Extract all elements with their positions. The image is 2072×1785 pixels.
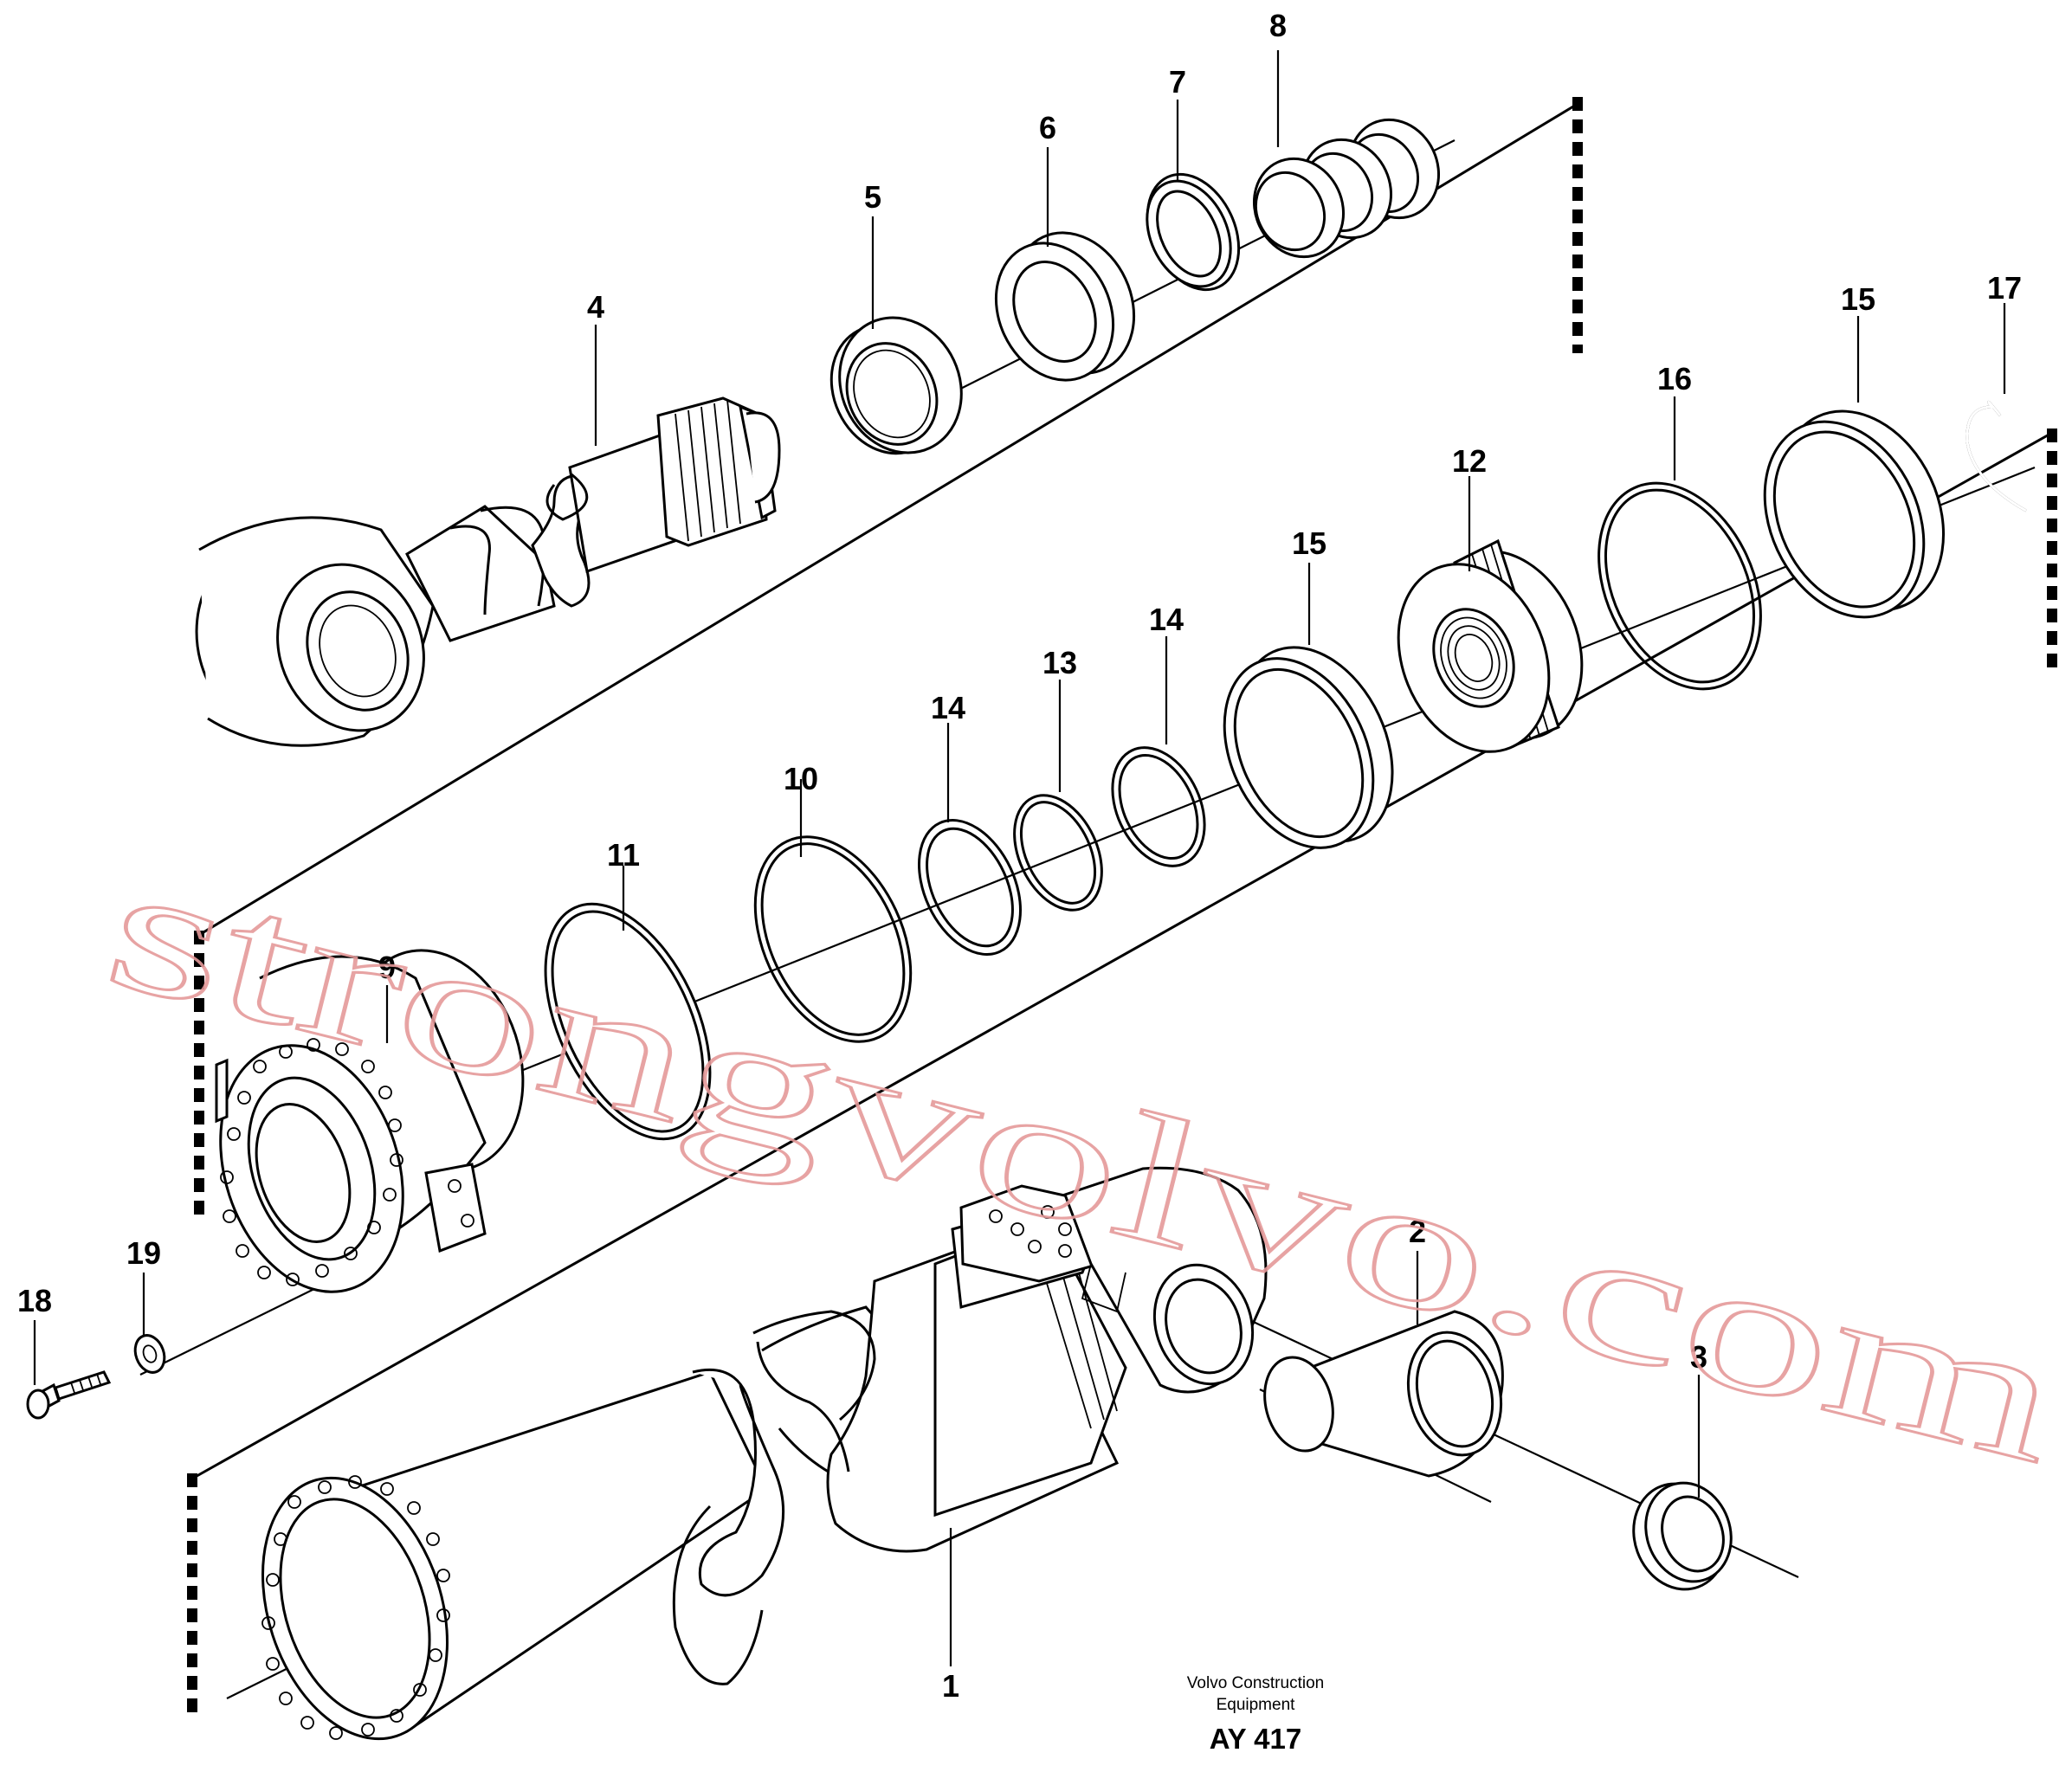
piston-rod-part-4	[195, 396, 781, 747]
leader-lines	[33, 50, 2006, 1666]
ring-part-11	[544, 902, 712, 1141]
piston-part-12	[1397, 538, 1584, 753]
washer-part-19	[133, 1334, 166, 1374]
callout-14-a: 14	[931, 690, 965, 725]
clip-part-17	[1965, 400, 2027, 512]
cylinder-head-part-9	[215, 949, 525, 1293]
callout-4: 4	[587, 289, 604, 325]
callout-12: 12	[1452, 443, 1487, 479]
callout-17: 17	[1987, 270, 2022, 306]
callout-15-a: 15	[1292, 525, 1326, 561]
callout-9: 9	[378, 950, 396, 985]
callout-6: 6	[1039, 110, 1056, 145]
ring-part-16	[1598, 481, 1762, 691]
ring-part-14-b	[1111, 746, 1206, 867]
callout-labels: 1 2 3 4 5 6 7 8 9 10 11 12 13 14 14 15 1…	[17, 8, 2022, 1704]
callout-16: 16	[1657, 361, 1692, 396]
drawing-code: AY 417	[1210, 1723, 1301, 1755]
caption-line-1: Volvo Construction	[1187, 1674, 1324, 1692]
guide-band-part-15-a	[1223, 646, 1394, 849]
callout-11: 11	[607, 837, 640, 873]
ring-part-13	[1013, 794, 1103, 912]
rings-part-8	[1252, 118, 1441, 259]
callout-8: 8	[1269, 8, 1287, 43]
caption-line-2: Equipment	[1217, 1696, 1296, 1714]
callout-3: 3	[1690, 1339, 1707, 1375]
callout-7: 7	[1169, 64, 1186, 100]
callout-15-b: 15	[1841, 281, 1875, 317]
ring-part-7	[1146, 172, 1241, 292]
ring-part-10	[753, 835, 913, 1043]
callout-2: 2	[1409, 1214, 1426, 1249]
callout-19: 19	[126, 1235, 161, 1271]
callout-1: 1	[942, 1668, 959, 1704]
guide-band-part-15-b	[1763, 409, 1946, 619]
callout-14-b: 14	[1149, 602, 1184, 637]
flange-bolt-holes	[220, 1038, 403, 1286]
wiper-part-6	[994, 231, 1136, 382]
callout-13: 13	[1042, 645, 1077, 680]
screw-part-18	[26, 1370, 112, 1420]
caption: Volvo Construction Equipment AY 417	[1187, 1674, 1324, 1755]
callout-18: 18	[17, 1283, 52, 1318]
bushing-part-2	[1263, 1310, 1504, 1478]
callout-5: 5	[864, 179, 881, 215]
section-separators	[187, 97, 2057, 1717]
cylinder-tube-part-1	[261, 1166, 1268, 1741]
ring-part-14-a	[918, 819, 1022, 956]
seal-part-5	[829, 316, 963, 455]
tube-flange-bolt-holes	[261, 1475, 450, 1740]
seal-part-3	[1632, 1481, 1733, 1591]
callout-10: 10	[784, 761, 818, 796]
